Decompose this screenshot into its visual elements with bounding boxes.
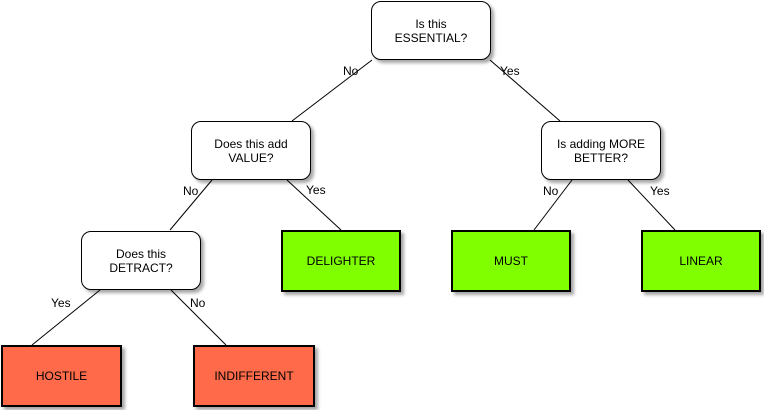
edge-label-essential-no: No (343, 64, 359, 78)
result-must-label: MUST (494, 254, 528, 268)
edge-detract-indifferent (170, 289, 227, 346)
edge-label-value-yes: Yes (306, 183, 326, 197)
result-must: MUST (451, 230, 571, 292)
edge-label-essential-yes: Yes (500, 64, 520, 78)
edge-label-value-no: No (183, 184, 199, 198)
question-essential-line1: Is this (415, 16, 447, 31)
result-linear: LINEAR (641, 230, 761, 292)
edge-essential-better (489, 59, 561, 122)
edge-label-better-yes: Yes (650, 184, 670, 198)
question-value-line1: Does this add (214, 136, 288, 151)
edge-label-detract-no: No (190, 296, 206, 310)
question-value-line2: VALUE? (228, 150, 274, 165)
result-hostile: HOSTILE (1, 345, 122, 407)
question-better: Is adding MORE BETTER? (541, 121, 661, 180)
result-delighter: DELIGHTER (281, 230, 401, 292)
question-essential: Is this ESSENTIAL? (371, 1, 491, 60)
result-indifferent: INDIFFERENT (193, 345, 315, 407)
question-better-line2: BETTER? (573, 150, 628, 165)
edge-value-detract (169, 179, 213, 231)
edge-label-better-no: No (543, 184, 559, 198)
edge-essential-value (291, 59, 373, 122)
question-detract-line1: Does this (115, 246, 167, 261)
result-indifferent-label: INDIFFERENT (214, 369, 294, 383)
edge-value-delighter (286, 179, 342, 231)
edge-better-must (533, 179, 573, 231)
result-delighter-label: DELIGHTER (306, 254, 376, 268)
result-linear-label: LINEAR (679, 254, 723, 268)
question-detract: Does this DETRACT? (81, 231, 201, 290)
result-hostile-label: HOSTILE (35, 369, 88, 383)
question-essential-line2: ESSENTIAL? (394, 30, 468, 45)
edge-detract-hostile (31, 289, 101, 346)
edge-label-detract-yes: Yes (51, 296, 71, 310)
question-value: Does this add VALUE? (191, 121, 311, 180)
question-better-line1: Is adding MORE (556, 136, 646, 151)
edge-better-linear (627, 179, 676, 231)
question-detract-line2: DETRACT? (109, 260, 173, 275)
